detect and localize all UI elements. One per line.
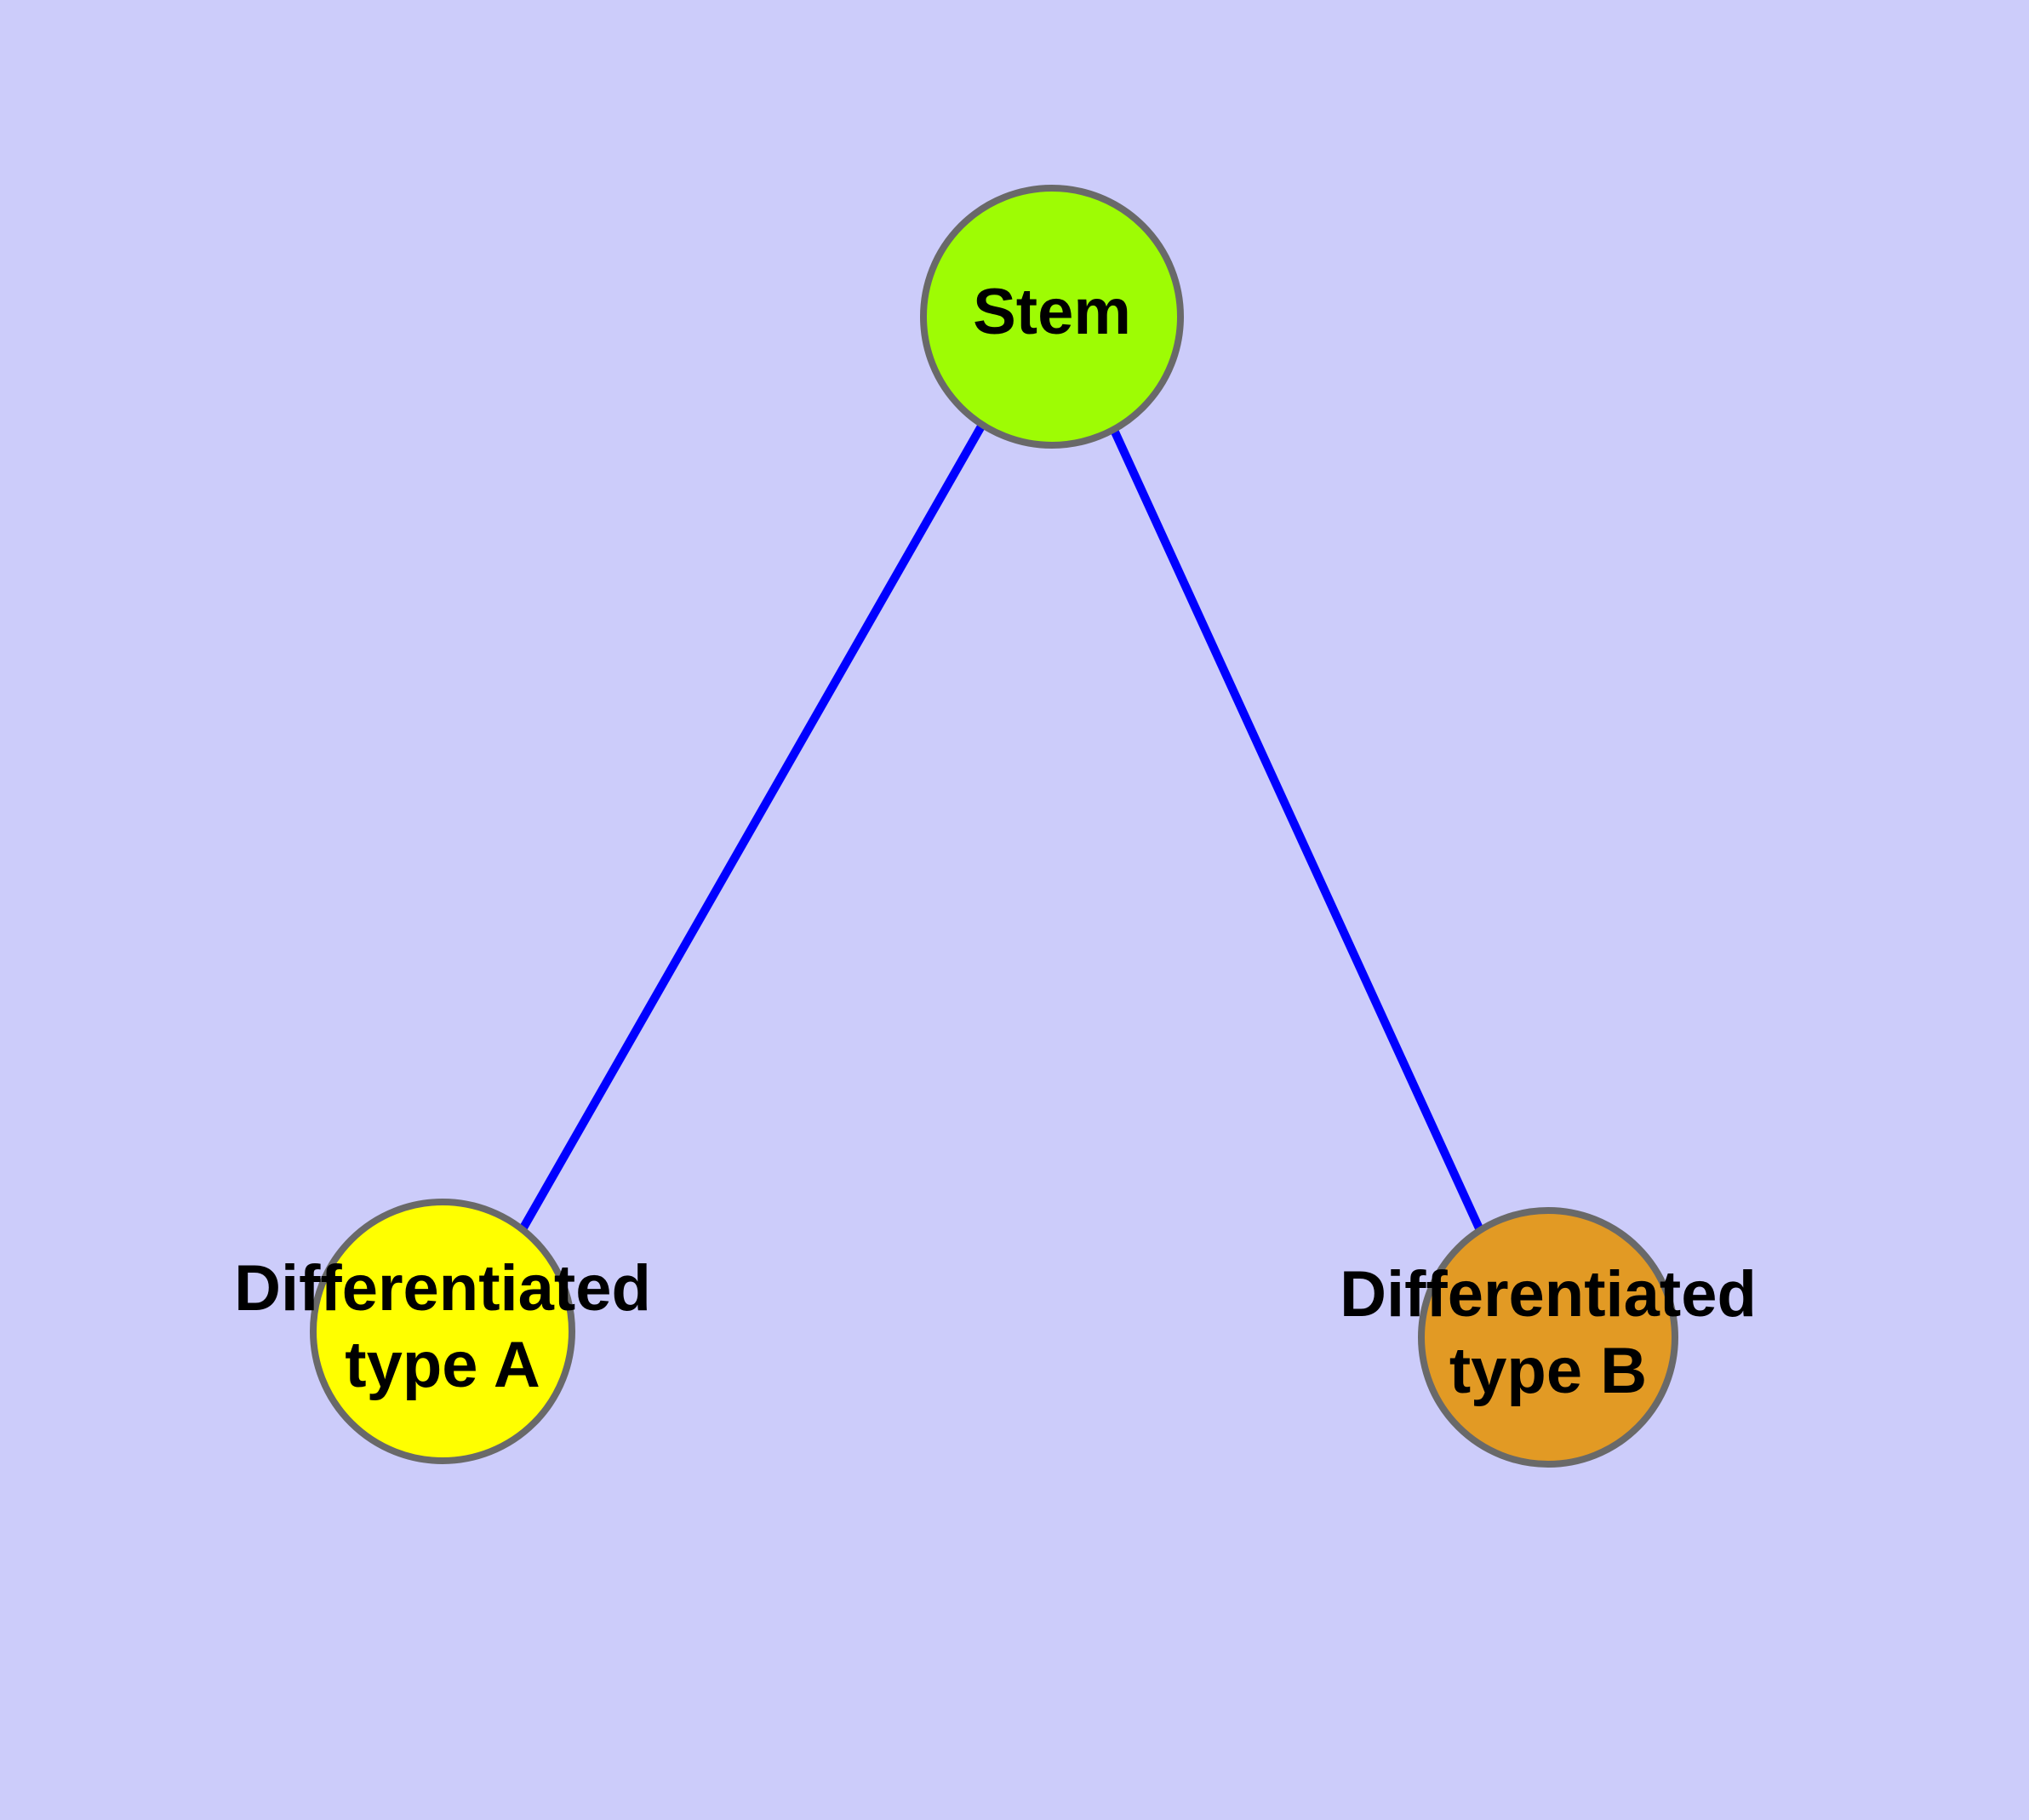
node-label-line: type A — [345, 1329, 540, 1401]
node-label-line: Stem — [973, 276, 1131, 348]
edge-stem-to-differentiated-type-a[interactable] — [518, 422, 986, 1232]
node-stem-circle[interactable] — [920, 185, 1184, 449]
node-stem[interactable]: Stem — [920, 185, 1184, 449]
node-differentiated-type-b-circle[interactable] — [1418, 1207, 1678, 1468]
edges-layer — [518, 422, 1483, 1232]
node-differentiated-type-a-circle[interactable] — [310, 1199, 575, 1464]
node-label-line: type B — [1449, 1335, 1647, 1407]
node-label-line: Differentiated — [1340, 1258, 1757, 1331]
node-label-line: Differentiated — [234, 1252, 651, 1325]
edge-stem-to-differentiated-type-b[interactable] — [1109, 426, 1483, 1231]
node-stem-label: Stem — [973, 276, 1131, 348]
